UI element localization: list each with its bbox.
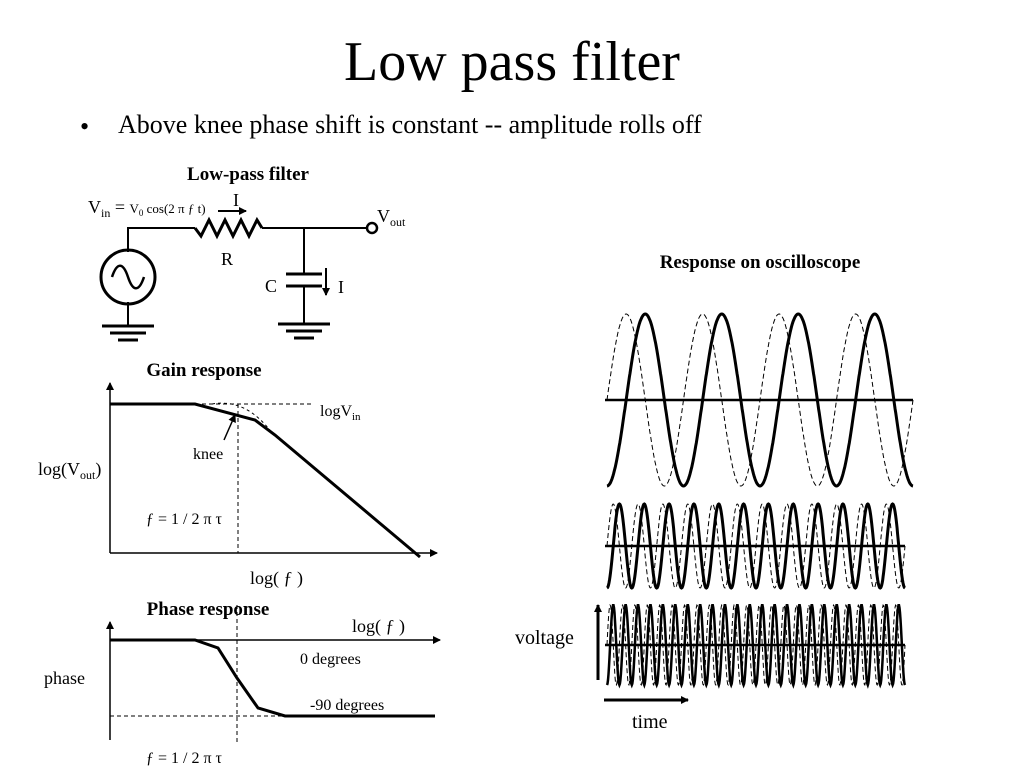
ground-right <box>278 322 330 340</box>
phase-response-plot: Phase response log( ƒ ) 0 degrees -90 de… <box>44 599 441 767</box>
knee-arrow <box>223 414 236 441</box>
scope-heading: Response on oscilloscope <box>660 252 861 273</box>
capacitor <box>286 272 322 288</box>
circuit-wires <box>127 227 368 326</box>
circuit-diagram: Low-pass filter Vin = V0 cos(2 π ƒ t) <box>88 164 406 342</box>
capacitor-label: C <box>265 276 277 296</box>
time-label: time <box>632 711 668 733</box>
gain-ylabel: log(Vout) <box>38 459 101 482</box>
vin-label: Vin = V0 cos(2 π ƒ t) <box>88 197 206 220</box>
vout-label: Vout <box>377 206 406 229</box>
current-label: I <box>233 190 239 210</box>
gain-xlabel: log( ƒ ) <box>250 568 303 589</box>
oscilloscope-panel: Response on oscilloscope voltage time <box>515 252 914 733</box>
phase-ylabel: phase <box>44 668 85 688</box>
phase-heading: Phase response <box>147 599 270 620</box>
voltage-label: voltage <box>515 627 574 649</box>
scope-output-trace-2 <box>606 502 906 590</box>
gain-curve <box>110 402 421 559</box>
phase-ninety-label: -90 degrees <box>310 697 384 714</box>
scope-output-trace-3 <box>605 604 907 689</box>
phase-curve <box>110 638 435 718</box>
slide-title: Low pass filter <box>344 31 680 93</box>
output-terminal <box>365 221 379 235</box>
resistor-label: R <box>221 249 233 269</box>
gain-ideal-curve <box>211 402 273 434</box>
gain-response-plot: Gain response logVin knee log(Vout) ƒ = … <box>38 360 438 589</box>
scope-traces <box>605 312 914 689</box>
phase-cutoff-label: ƒ = 1 / 2 π τ <box>146 750 223 767</box>
scope-input-trace-3 <box>606 603 906 686</box>
bullet-marker: • <box>80 112 90 141</box>
cap-current-label: I <box>338 277 344 297</box>
scope-output-trace-1 <box>606 312 914 488</box>
knee-label: knee <box>193 446 223 463</box>
gain-ref-label: logVin <box>320 403 361 423</box>
ac-source <box>99 248 157 306</box>
phase-zero-label: 0 degrees <box>300 651 361 668</box>
phase-xlabel: log( ƒ ) <box>352 616 405 637</box>
gain-heading: Gain response <box>146 360 261 381</box>
circuit-heading: Low-pass filter <box>187 164 309 185</box>
ground-left <box>102 324 154 342</box>
scope-input-trace-2 <box>606 503 906 589</box>
gain-cutoff-label: ƒ = 1 / 2 π τ <box>146 511 223 528</box>
sine-icon <box>110 264 146 290</box>
scope-input-trace-1 <box>606 313 914 487</box>
bullet-text: Above knee phase shift is constant -- am… <box>118 110 702 139</box>
resistor <box>193 216 264 240</box>
